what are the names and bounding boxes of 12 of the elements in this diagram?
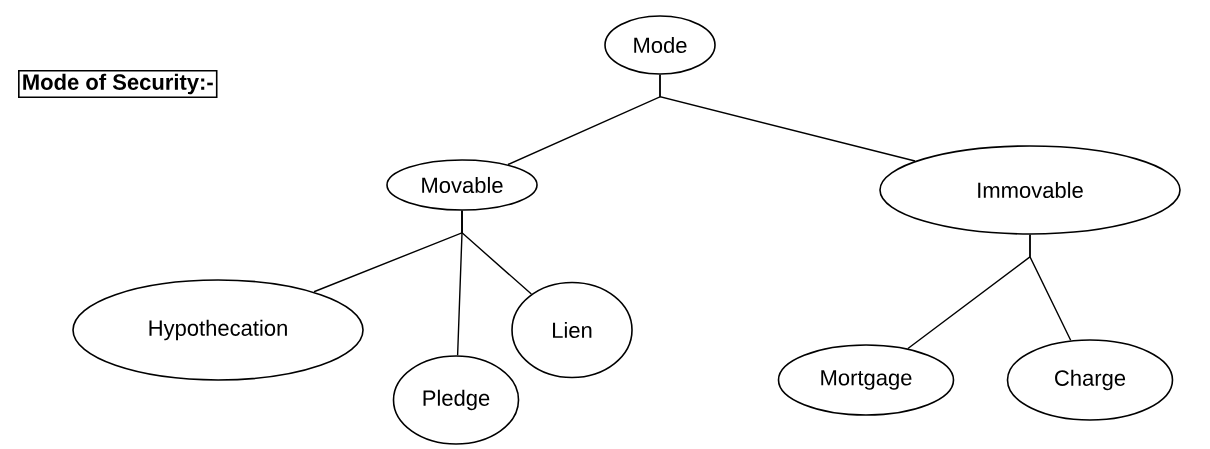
ellipse-node: Movable xyxy=(386,159,538,211)
connector-line xyxy=(461,210,533,295)
ellipse-node: Mode xyxy=(604,15,716,75)
ellipse-node: Lien xyxy=(511,281,633,379)
ellipse-node: Pledge xyxy=(392,355,520,445)
ellipse-node: Hypothecation xyxy=(72,279,364,381)
heading: Mode of Security:- xyxy=(18,69,218,99)
ellipse-node: Immovable xyxy=(879,145,1181,235)
connector-line xyxy=(1029,234,1072,341)
ellipse-node: Charge xyxy=(1006,339,1174,421)
connector-line xyxy=(659,74,916,162)
ellipse-node: Mortgage xyxy=(777,344,955,416)
